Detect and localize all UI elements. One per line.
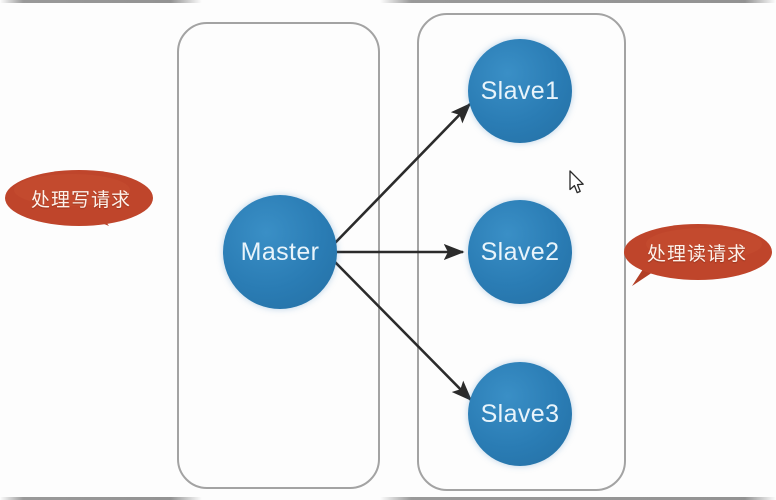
node-slave2[interactable]: Slave2 <box>468 200 572 304</box>
node-slave3-label: Slave3 <box>480 399 560 428</box>
mouse-cursor-icon <box>569 170 584 194</box>
callout-write-shape <box>5 170 153 226</box>
node-slave1[interactable]: Slave1 <box>468 39 572 143</box>
callout-write-request[interactable]: 处理写请求 <box>4 168 158 236</box>
callout-read-shape <box>624 224 772 286</box>
node-slave1-label: Slave1 <box>480 76 560 105</box>
arrow-master-to-slave1 <box>333 102 472 245</box>
node-slave2-label: Slave2 <box>480 237 560 266</box>
group-box-master <box>177 22 380 489</box>
callout-read-request[interactable]: 处理读请求 <box>620 222 774 290</box>
node-master-label: Master <box>240 237 320 266</box>
node-slave3[interactable]: Slave3 <box>468 362 572 466</box>
node-master[interactable]: Master <box>223 195 337 309</box>
top-edge-line <box>0 0 776 3</box>
bottom-edge-line <box>0 497 776 500</box>
arrow-master-to-slave3 <box>333 260 473 402</box>
